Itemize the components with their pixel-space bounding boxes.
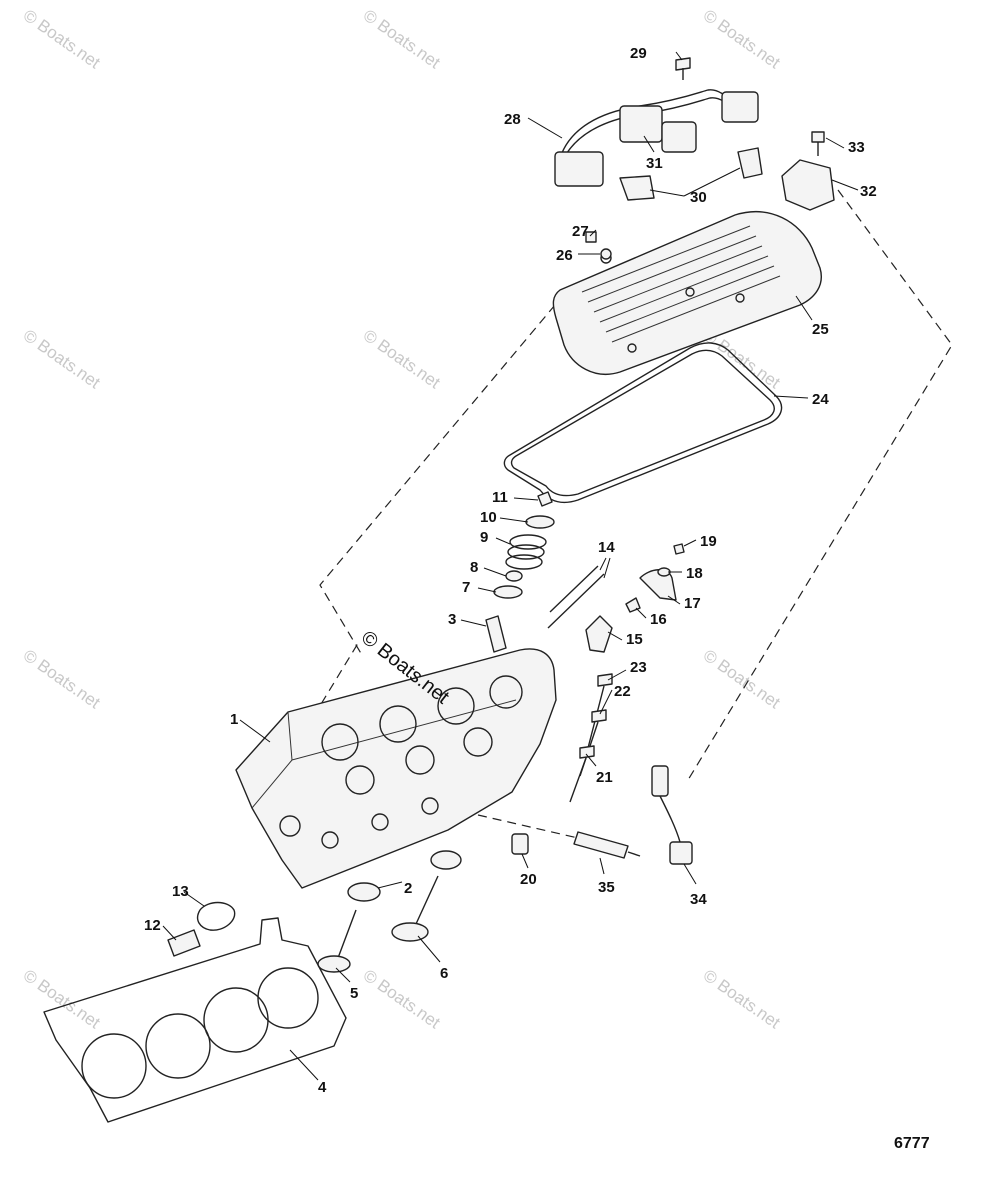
callout-34: 34 bbox=[690, 891, 707, 908]
callout-14: 14 bbox=[598, 539, 615, 556]
callout-26: 26 bbox=[556, 247, 573, 264]
spark-plug-wire bbox=[651, 765, 693, 865]
callout-10: 10 bbox=[480, 509, 497, 526]
callout-7: 7 bbox=[462, 579, 470, 596]
valve-seals bbox=[347, 850, 462, 902]
expansion-plug bbox=[511, 833, 529, 855]
watermark: © Boats.net bbox=[360, 6, 444, 73]
callout-19: 19 bbox=[700, 533, 717, 550]
callout-32: 32 bbox=[860, 183, 877, 200]
callout-3: 3 bbox=[448, 611, 456, 628]
callout-20: 20 bbox=[520, 871, 537, 888]
push-rods bbox=[547, 565, 605, 629]
callout-labels: 1 2 3 4 5 6 7 8 9 10 11 12 13 14 15 16 1… bbox=[144, 45, 877, 1096]
valves bbox=[317, 875, 439, 973]
callout-22: 22 bbox=[614, 683, 631, 700]
watermark: © Boats.net bbox=[20, 326, 104, 393]
spark-plug bbox=[573, 831, 641, 859]
callout-8: 8 bbox=[470, 559, 478, 576]
head-gasket bbox=[43, 917, 347, 1123]
watermark: © Boats.net bbox=[700, 6, 784, 73]
head-bolts bbox=[569, 673, 613, 803]
callout-23: 23 bbox=[630, 659, 647, 676]
callout-6: 6 bbox=[440, 965, 448, 982]
callout-35: 35 bbox=[598, 879, 615, 896]
leader-lines bbox=[162, 51, 859, 1081]
callout-9: 9 bbox=[480, 529, 488, 546]
callout-15: 15 bbox=[626, 631, 643, 648]
callout-27: 27 bbox=[572, 223, 589, 240]
callout-18: 18 bbox=[686, 565, 703, 582]
callout-29: 29 bbox=[630, 45, 647, 62]
coolant-parts bbox=[167, 901, 236, 957]
watermark: © Boats.net bbox=[360, 966, 444, 1033]
callout-1: 1 bbox=[230, 711, 238, 728]
callout-17: 17 bbox=[684, 595, 701, 612]
watermark: © Boats.net bbox=[700, 646, 784, 713]
watermark-group: © Boats.net © Boats.net © Boats.net © Bo… bbox=[20, 6, 784, 1033]
watermark: © Boats.net bbox=[20, 966, 104, 1033]
callout-16: 16 bbox=[650, 611, 667, 628]
sensor-assembly bbox=[781, 131, 835, 211]
watermark: © Boats.net bbox=[20, 646, 104, 713]
valve-cover bbox=[552, 211, 822, 375]
callout-2: 2 bbox=[404, 880, 412, 897]
callout-33: 33 bbox=[848, 139, 865, 156]
figure-number: 6777 bbox=[894, 1135, 930, 1152]
callout-13: 13 bbox=[172, 883, 189, 900]
valve-cover-gasket bbox=[503, 342, 783, 504]
callout-11: 11 bbox=[492, 489, 508, 506]
callout-12: 12 bbox=[144, 917, 161, 934]
wiring-harness bbox=[554, 57, 763, 201]
watermark: © Boats.net bbox=[20, 6, 104, 73]
callout-24: 24 bbox=[812, 391, 829, 408]
watermark: © Boats.net bbox=[360, 326, 444, 393]
cylinder-head bbox=[235, 648, 557, 889]
watermark: © Boats.net bbox=[700, 966, 784, 1033]
callout-25: 25 bbox=[812, 321, 829, 338]
callout-30: 30 bbox=[690, 189, 707, 206]
callout-21: 21 bbox=[596, 769, 613, 786]
callout-5: 5 bbox=[350, 985, 358, 1002]
callout-28: 28 bbox=[504, 111, 521, 128]
cover-bolt bbox=[585, 231, 612, 260]
callout-4: 4 bbox=[318, 1079, 327, 1096]
callout-31: 31 bbox=[646, 155, 663, 172]
